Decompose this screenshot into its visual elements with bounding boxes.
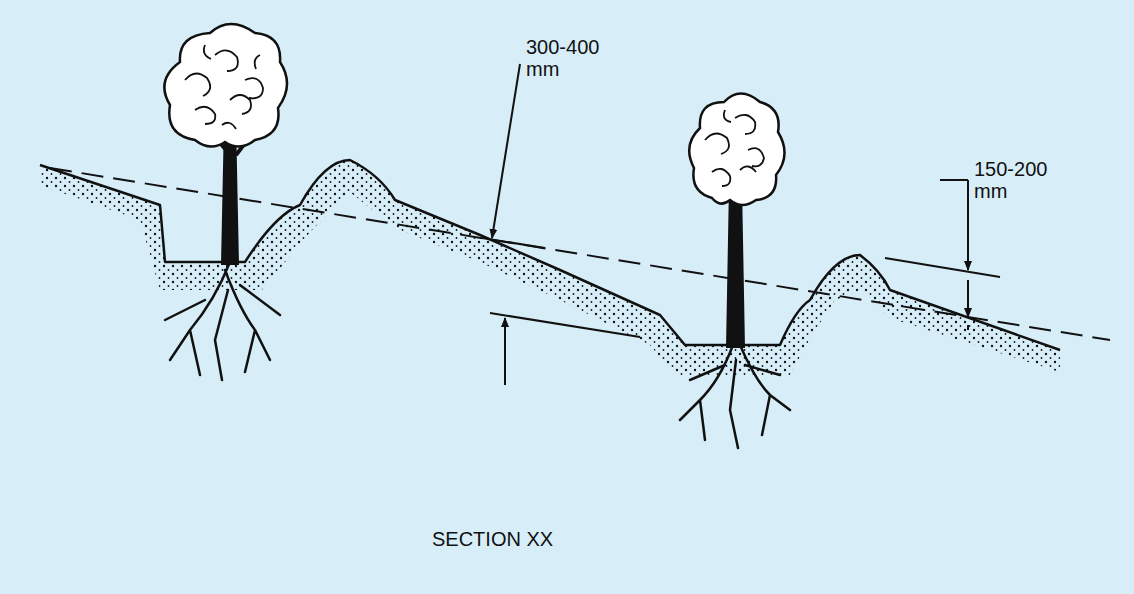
- tree-right: [680, 94, 790, 449]
- ground-profile: [40, 160, 1060, 350]
- dimension-label: 300-400 mm: [524, 36, 608, 80]
- section-caption: SECTION XX: [430, 528, 555, 550]
- dimension-label: 150-200 mm: [972, 158, 1056, 202]
- dimension-lines-left: [482, 64, 640, 385]
- original-ground-line: [50, 168, 1110, 340]
- dimension-lines-right: [885, 180, 1000, 330]
- tree-left: [164, 24, 287, 380]
